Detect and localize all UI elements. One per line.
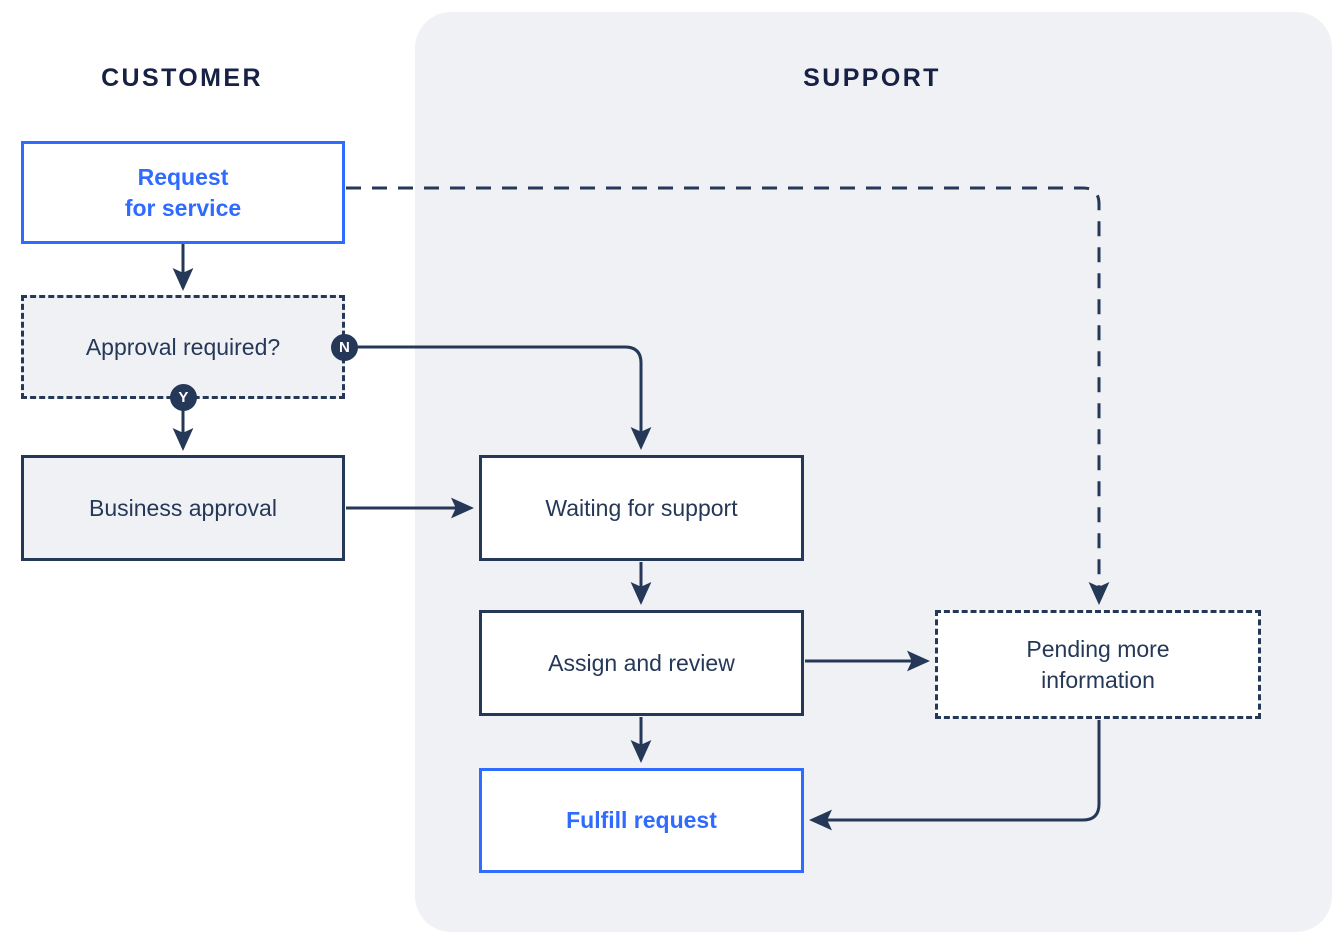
node-fulfill-request[interactable]: Fulfill request	[479, 768, 804, 873]
node-label-line1: Request	[137, 164, 229, 191]
node-label: Request for service	[125, 162, 241, 223]
decision-badge-yes: Y	[170, 384, 197, 411]
node-label-line2: for service	[124, 194, 242, 221]
node-label: Business approval	[89, 494, 277, 521]
lane-title-customer: CUSTOMER	[101, 64, 263, 92]
node-approval-required[interactable]: Approval required?	[21, 295, 345, 399]
lane-title-support: SUPPORT	[803, 64, 941, 92]
node-waiting-for-support[interactable]: Waiting for support	[479, 455, 804, 561]
node-label-line1: Pending more	[1026, 636, 1170, 663]
node-business-approval[interactable]: Business approval	[21, 455, 345, 561]
node-label: Approval required?	[85, 333, 281, 360]
node-label: Fulfill request	[566, 807, 717, 834]
node-assign-and-review[interactable]: Assign and review	[479, 610, 804, 716]
node-label-line2: information	[1041, 666, 1155, 693]
node-label: Pending more information	[1026, 634, 1169, 695]
node-request-for-service[interactable]: Request for service	[21, 141, 345, 244]
node-label: Assign and review	[548, 649, 735, 676]
node-label: Waiting for support	[545, 494, 738, 521]
node-pending-more-information[interactable]: Pending more information	[935, 610, 1261, 719]
decision-badge-no: N	[331, 334, 358, 361]
